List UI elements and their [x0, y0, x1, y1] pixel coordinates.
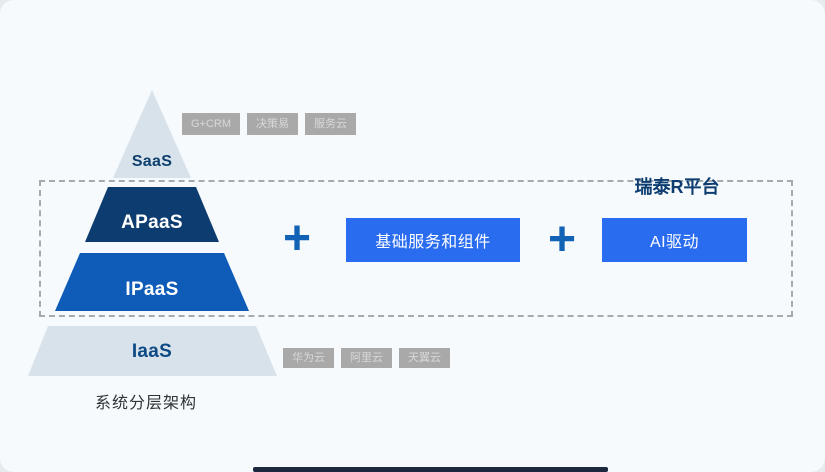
saas-tag: 服务云 — [305, 113, 357, 135]
saas-tag: G+CRM — [182, 113, 241, 135]
components-box: 基础服务和组件 — [346, 218, 520, 262]
ai-platform-title: 瑞泰R平台 — [634, 177, 720, 197]
saas-tag: 决策易 — [247, 113, 299, 135]
pyramid-caption: 系统分层架构 — [94, 395, 198, 412]
pyramid-layer-ipaas — [55, 253, 249, 311]
plus-icon: + — [282, 212, 312, 265]
paas-group-dashed-outline — [39, 180, 793, 317]
ipaas-label: IPaaS — [125, 279, 179, 300]
ai-box-label: AI驱动 — [649, 234, 700, 251]
ai-box: AI驱动 — [602, 218, 747, 262]
pyramid-layer-apaas — [85, 187, 219, 242]
apaas-label: APaaS — [121, 212, 183, 233]
saas-label: SaaS — [131, 153, 173, 170]
components-box-label: 基础服务和组件 — [375, 234, 491, 251]
saas-tag-row: G+CRM 决策易 服务云 — [182, 113, 357, 135]
bottom-progress-bar — [253, 467, 608, 472]
iaas-tag: 天翼云 — [399, 348, 450, 368]
iaas-label: IaaS — [131, 341, 173, 362]
iaas-tag: 阿里云 — [341, 348, 392, 368]
plus-icon: + — [547, 213, 577, 266]
pyramid-layer-iaas — [28, 326, 277, 376]
iaas-tag-row: 华为云 阿里云 天翼云 — [283, 348, 450, 368]
iaas-tag: 华为云 — [283, 348, 334, 368]
